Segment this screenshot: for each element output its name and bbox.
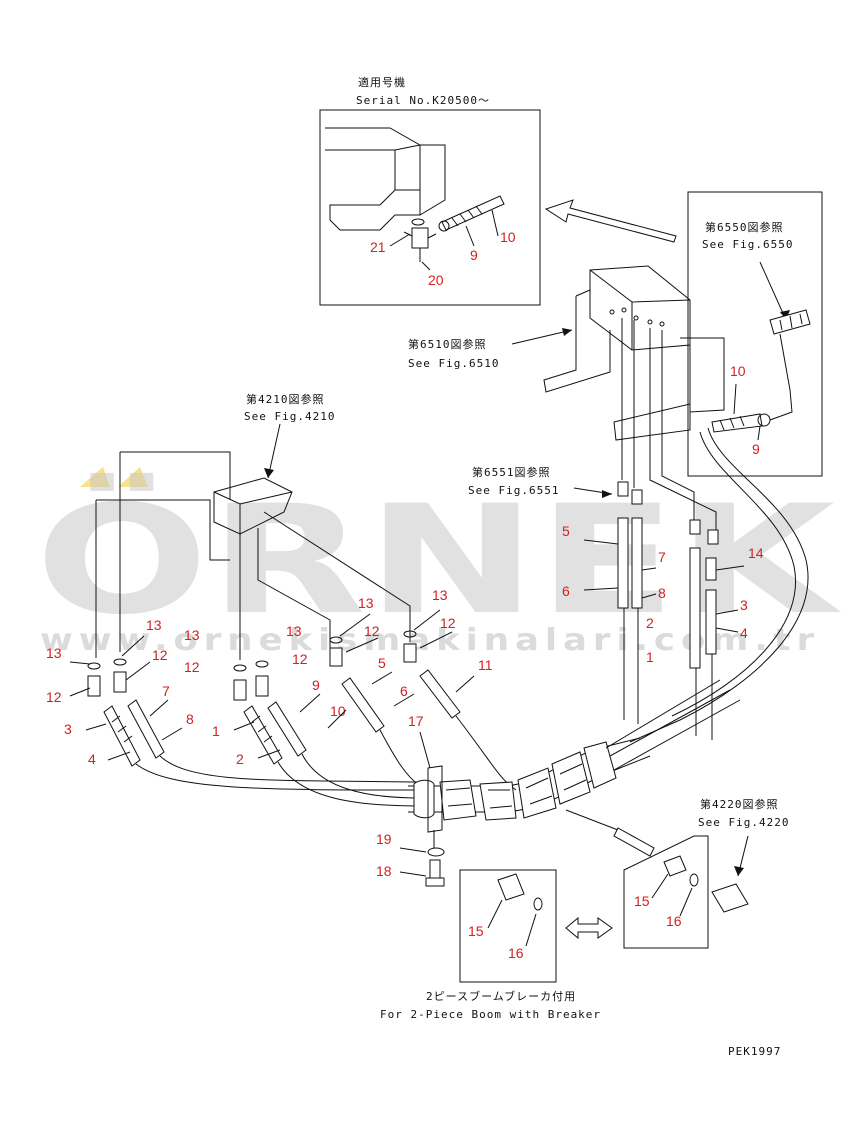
label-2-left: 2: [236, 751, 244, 767]
label-1-left: 1: [212, 723, 220, 739]
inset-arrow: [544, 199, 677, 243]
ref-6510-jp: 第6510図参照: [408, 337, 487, 351]
label-13-b: 13: [146, 617, 162, 633]
label-13-d: 13: [286, 623, 302, 639]
label-16-fig4220: 16: [666, 913, 682, 929]
label-6-left: 6: [400, 683, 408, 699]
breaker-option-inset: 15 16 2ピースブームブレーカ付用 For 2-Piece Boom wit…: [380, 869, 601, 1021]
bracket-4210: 第4210図参照 See Fig.4210: [95, 392, 411, 660]
label-2-right: 2: [646, 615, 654, 631]
fig4220-inset: 第4220図参照 See Fig.4220 15 16: [623, 797, 789, 949]
label-18: 18: [376, 863, 392, 879]
label-4-right: 4: [740, 625, 748, 641]
label-12-d: 12: [292, 651, 308, 667]
label-4-left: 4: [88, 751, 96, 767]
ref-4220-en: See Fig.4220: [698, 816, 789, 829]
ref-6551-en: See Fig.6551: [468, 484, 559, 497]
watermark-accent-left: [80, 467, 110, 487]
label-15-breaker: 15: [468, 923, 484, 939]
valve-block: 第6510図参照 See Fig.6510: [408, 265, 725, 441]
label-13-e: 13: [358, 595, 374, 611]
watermark-url: www.ornekismakinalari.com.tr: [40, 623, 820, 658]
serial-inset-serial: Serial No.K20500～: [356, 94, 490, 107]
serial-inset-title: 適用号機: [358, 75, 406, 89]
ref-4210-en: See Fig.4210: [244, 410, 335, 423]
label-5-left: 5: [378, 655, 386, 671]
label-20-inset: 20: [428, 272, 444, 288]
label-12-b: 12: [152, 647, 168, 663]
breaker-caption-en: For 2-Piece Boom with Breaker: [380, 1008, 601, 1021]
label-11: 11: [478, 657, 493, 673]
label-12-c: 12: [184, 659, 200, 675]
label-3-left: 3: [64, 721, 72, 737]
tubes-6551: 第6551図参照 See Fig.6551 5 6 7 8 14 3 4 2 1: [468, 318, 764, 740]
label-13-a: 13: [46, 645, 62, 661]
left-fittings: 13 13 12 12 3 4 7 8 13 12 13 12 9 10 1 2…: [46, 587, 517, 807]
label-15-fig4220: 15: [634, 893, 650, 909]
spiral-guard-bundle: 19 18: [376, 679, 741, 887]
label-8-right: 8: [658, 585, 666, 601]
label-12-a: 12: [46, 689, 62, 705]
label-9-left: 9: [312, 677, 320, 693]
label-3-right: 3: [740, 597, 748, 613]
label-21-inset: 21: [370, 239, 386, 255]
breaker-frame: [459, 869, 557, 983]
ref-4210-jp: 第4210図参照: [246, 392, 325, 406]
fig6550-inset: 第6550図参照 See Fig.6550 10 9: [687, 191, 823, 477]
label-1-right: 1: [646, 649, 654, 665]
label-13-c: 13: [184, 627, 200, 643]
label-17: 17: [408, 713, 424, 729]
fig4220-frame: [623, 835, 709, 949]
ref-6550-jp: 第6550図参照: [705, 220, 784, 234]
label-8-left: 8: [186, 711, 194, 727]
ref-6551-jp: 第6551図参照: [472, 465, 551, 479]
breaker-caption-jp: 2ピースブームブレーカ付用: [426, 989, 576, 1003]
serial-inset-frame: [319, 109, 541, 306]
fig6550-frame: [687, 191, 823, 477]
label-6-right: 6: [562, 583, 570, 599]
label-7-left: 7: [162, 683, 170, 699]
ref-6510-en: See Fig.6510: [408, 357, 499, 370]
ref-4220-jp: 第4220図参照: [700, 797, 779, 811]
label-9-fig6550: 9: [752, 441, 760, 457]
label-10-left: 10: [330, 703, 346, 719]
label-12-e: 12: [364, 623, 380, 639]
watermark-accent-right: [118, 467, 148, 487]
label-13-f: 13: [432, 587, 448, 603]
drawing-code: PEK1997: [728, 1045, 781, 1058]
ref-6550-en: See Fig.6550: [702, 238, 793, 251]
label-12-f: 12: [440, 615, 456, 631]
label-7-right: 7: [658, 549, 666, 565]
label-5-right: 5: [562, 523, 570, 539]
double-arrow: [565, 916, 613, 940]
label-19: 19: [376, 831, 392, 847]
label-10-inset: 10: [500, 229, 516, 245]
label-9-inset: 9: [470, 247, 478, 263]
label-10-fig6550: 10: [730, 363, 746, 379]
label-16-breaker: 16: [508, 945, 524, 961]
label-14-right: 14: [748, 545, 764, 561]
serial-inset: 適用号機 Serial No.K20500～ 21 20 9 10: [319, 75, 541, 306]
